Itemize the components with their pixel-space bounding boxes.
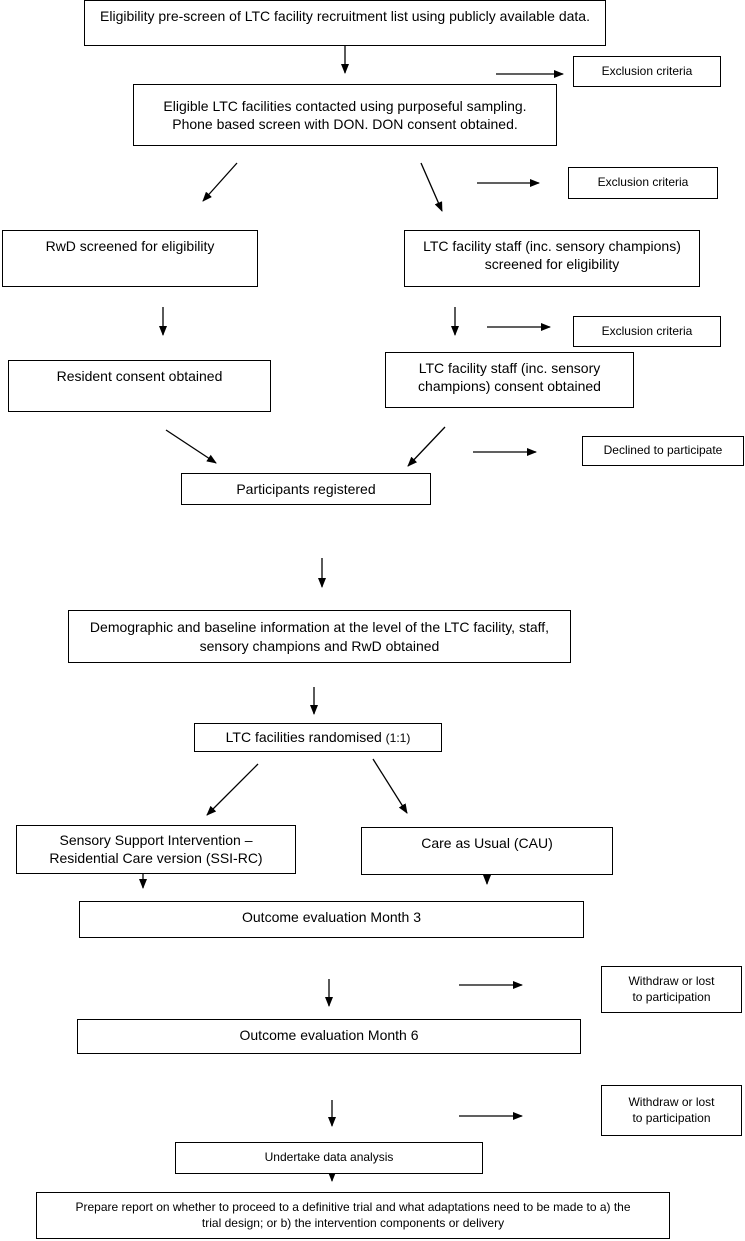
month3-text: Outcome evaluation Month 3	[242, 909, 421, 925]
contacted-text-line2: Phone based screen with DON. DON consent…	[172, 116, 518, 132]
arrow-contacted-to-rwd	[202, 162, 238, 202]
exclusion-criteria-text-1: Exclusion criteria	[601, 63, 693, 78]
withdraw-box-1: Withdraw or lost to participation	[601, 966, 742, 1013]
analysis-text: Undertake data analysis	[264, 1150, 394, 1165]
month6-box: Outcome evaluation Month 6	[77, 1019, 581, 1054]
declined-text: Declined to participate	[603, 443, 723, 458]
contacted-text-line1: Eligible LTC facilities contacted using …	[163, 97, 527, 114]
registered-text: Participants registered	[236, 480, 376, 497]
rwd-screened-box: RwD screened for eligibility	[2, 230, 258, 287]
report-text-line2: trial design; or b) the intervention com…	[201, 1215, 505, 1230]
randomised-ratio: (1:1)	[385, 731, 411, 746]
withdraw-text-2-line2: to participation	[632, 1110, 711, 1125]
staff-screened-text-line1: LTC facility staff (inc. sensory champio…	[423, 238, 681, 254]
declined-box: Declined to participate	[582, 436, 744, 466]
randomised-label: LTC facilities randomised	[225, 729, 382, 746]
withdraw-text-2-line1: Withdraw or lost	[628, 1094, 715, 1109]
demographic-text-line1: Demographic and baseline information at …	[89, 619, 550, 636]
prescreen-text: Eligibility pre-screen of LTC facility r…	[100, 8, 590, 24]
ssi-rc-box: Sensory Support Intervention – Residenti…	[16, 825, 296, 874]
exclusion-criteria-box-3: Exclusion criteria	[573, 316, 721, 347]
exclusion-criteria-box-1: Exclusion criteria	[573, 56, 721, 87]
withdraw-text-1-line2: to participation	[632, 989, 711, 1004]
exclusion-criteria-box-2: Exclusion criteria	[568, 167, 718, 199]
staff-consent-text-line2: champions) consent obtained	[418, 378, 601, 395]
rwd-screened-text: RwD screened for eligibility	[45, 238, 215, 254]
arrow-resident-to-registered	[165, 429, 217, 464]
prescreen-box: Eligibility pre-screen of LTC facility r…	[84, 0, 606, 46]
cau-text: Care as Usual (CAU)	[421, 835, 553, 851]
analysis-box: Undertake data analysis	[175, 1142, 483, 1174]
staff-consent-box: LTC facility staff (inc. sensory champio…	[385, 352, 634, 408]
withdraw-box-2: Withdraw or lost to participation	[601, 1085, 742, 1136]
ssi-rc-text-line1: Sensory Support Intervention –	[59, 832, 253, 848]
staff-consent-text-line1: LTC facility staff (inc. sensory	[418, 360, 601, 376]
registered-box: Participants registered	[181, 473, 431, 505]
month6-text: Outcome evaluation Month 6	[239, 1027, 419, 1043]
arrow-contacted-to-staff	[420, 162, 443, 212]
demographic-text-line2: sensory champions and RwD obtained	[199, 637, 440, 654]
ssi-rc-text-line2: Residential Care version (SSI-RC)	[49, 850, 263, 867]
contacted-box: Eligible LTC facilities contacted using …	[133, 84, 557, 146]
arrow-randomised-to-cau	[372, 758, 408, 814]
report-box: Prepare report on whether to proceed to …	[36, 1192, 670, 1239]
exclusion-criteria-text-2: Exclusion criteria	[597, 175, 689, 190]
arrow-randomised-to-ssi	[206, 763, 259, 816]
exclusion-criteria-text-3: Exclusion criteria	[601, 323, 693, 338]
arrow-staff-consent-to-registered	[407, 426, 446, 467]
report-text-line1: Prepare report on whether to proceed to …	[75, 1199, 631, 1214]
randomised-box: LTC facilities randomised (1:1)	[194, 723, 442, 752]
resident-consent-text: Resident consent obtained	[56, 368, 223, 384]
cau-box: Care as Usual (CAU)	[361, 827, 613, 875]
month3-box: Outcome evaluation Month 3	[79, 901, 584, 938]
staff-screened-box: LTC facility staff (inc. sensory champio…	[404, 230, 700, 287]
randomised-text: LTC facilities randomised (1:1)	[226, 728, 411, 747]
resident-consent-box: Resident consent obtained	[8, 360, 271, 412]
demographic-box: Demographic and baseline information at …	[68, 610, 571, 663]
withdraw-text-1-line1: Withdraw or lost	[628, 973, 715, 988]
staff-screened-text-line2: screened for eligibility	[484, 256, 620, 273]
